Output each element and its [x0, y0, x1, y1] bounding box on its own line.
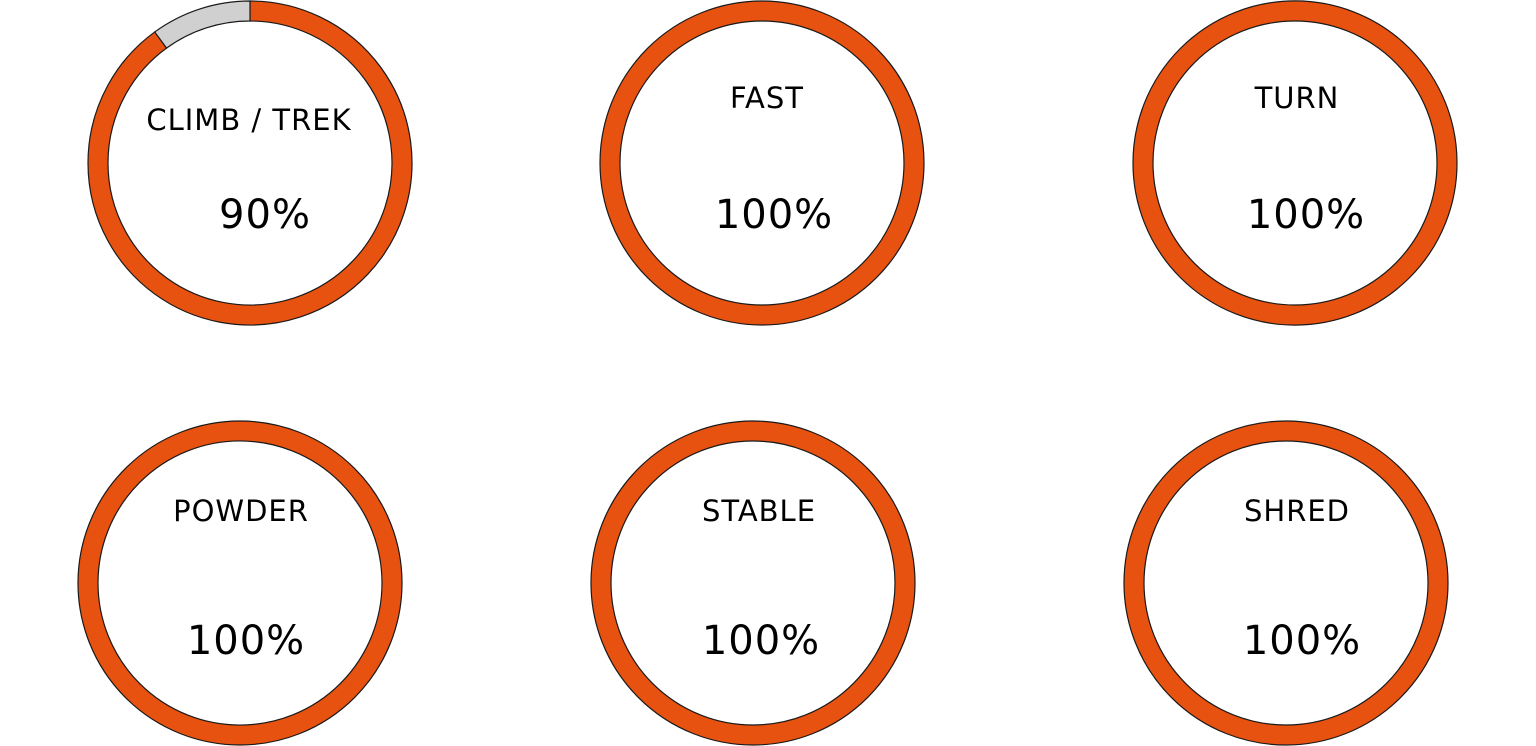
gauge-fast: FAST 100% [599, 0, 925, 326]
gauge-fast-ring [599, 0, 925, 326]
gauge-stable-ring [590, 420, 916, 746]
gauge-powder-value: 100% [187, 618, 305, 664]
gauge-climb-trek: CLIMB / TREK 90% [87, 0, 413, 326]
gauge-climb-trek-ring-remainder-arc [153, 0, 251, 49]
gauge-climb-trek-ring [87, 0, 413, 326]
gauge-shred-value: 100% [1243, 618, 1361, 664]
gauge-climb-trek-value: 90% [219, 192, 311, 238]
gauge-powder-ring-fill-arc [77, 420, 403, 746]
gauge-shred: SHRED 100% [1123, 420, 1449, 746]
gauge-stable-ring-fill-arc [590, 420, 916, 746]
gauge-turn-ring-fill-arc [1132, 0, 1458, 326]
gauge-climb-trek-label: CLIMB / TREK [146, 103, 351, 137]
gauge-shred-label: SHRED [1244, 494, 1350, 528]
gauge-turn-label: TURN [1254, 81, 1340, 115]
gauge-fast-ring-fill-arc [599, 0, 925, 326]
gauge-fast-label: FAST [730, 81, 804, 115]
gauge-climb-trek-ring-fill-arc [87, 0, 413, 326]
gauge-turn-ring [1132, 0, 1458, 326]
gauge-stable: STABLE 100% [590, 420, 916, 746]
gauge-powder-ring [77, 420, 403, 746]
gauge-powder: POWDER 100% [77, 420, 403, 746]
gauge-turn-value: 100% [1247, 192, 1365, 238]
gauge-fast-value: 100% [715, 192, 833, 238]
gauge-stable-label: STABLE [702, 494, 816, 528]
gauge-turn: TURN 100% [1132, 0, 1458, 326]
gauge-powder-label: POWDER [173, 494, 309, 528]
gauge-stable-value: 100% [702, 618, 820, 664]
gauge-shred-ring-fill-arc [1123, 420, 1449, 746]
gauge-shred-ring [1123, 420, 1449, 746]
